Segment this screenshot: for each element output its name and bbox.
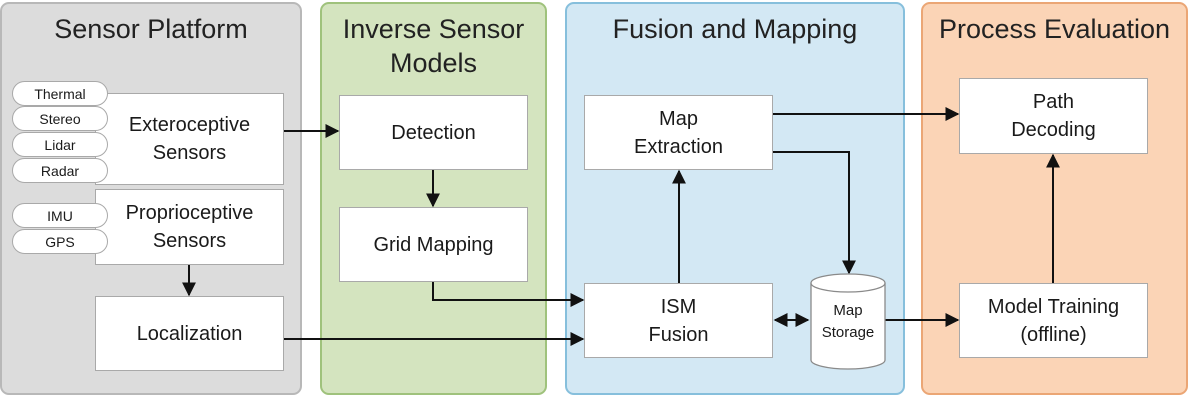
map-storage-label: Map Storage (821, 302, 875, 341)
map-extraction-box: Map Extraction (584, 95, 773, 170)
stereo-sensor-pill: Stereo (12, 106, 108, 131)
arrow-grid-mapping-to-ism-fusion (432, 282, 585, 307)
proprioceptive-sensors-box: Proprioceptive Sensors (95, 189, 284, 265)
fusion-and-mapping-title: Fusion and Mapping (612, 14, 858, 44)
path-decoding-box: Path Decoding (959, 78, 1148, 154)
process-evaluation-title: Process Evaluation (938, 14, 1171, 44)
lidar-sensor-pill: Lidar (12, 132, 108, 157)
sensor-platform-title: Sensor Platform (54, 14, 248, 44)
thermal-sensor-pill: Thermal (12, 81, 108, 106)
gps-sensor-pill: GPS (12, 229, 108, 254)
exteroceptive-sensors-box: Exteroceptive Sensors (95, 93, 284, 185)
localization-box: Localization (95, 296, 284, 371)
detection-box: Detection (339, 95, 528, 170)
grid-mapping-box: Grid Mapping (339, 207, 528, 282)
arrow-map-extraction-to-map-storage (773, 151, 856, 275)
imu-sensor-pill: IMU (12, 203, 108, 228)
radar-sensor-pill: Radar (12, 158, 108, 183)
inverse-sensor-models-title: Inverse Sensor Models (342, 14, 525, 78)
map-storage-cylinder (810, 273, 886, 370)
model-training-box: Model Training (offline) (959, 283, 1148, 358)
ism-fusion-box: ISM Fusion (584, 283, 773, 358)
